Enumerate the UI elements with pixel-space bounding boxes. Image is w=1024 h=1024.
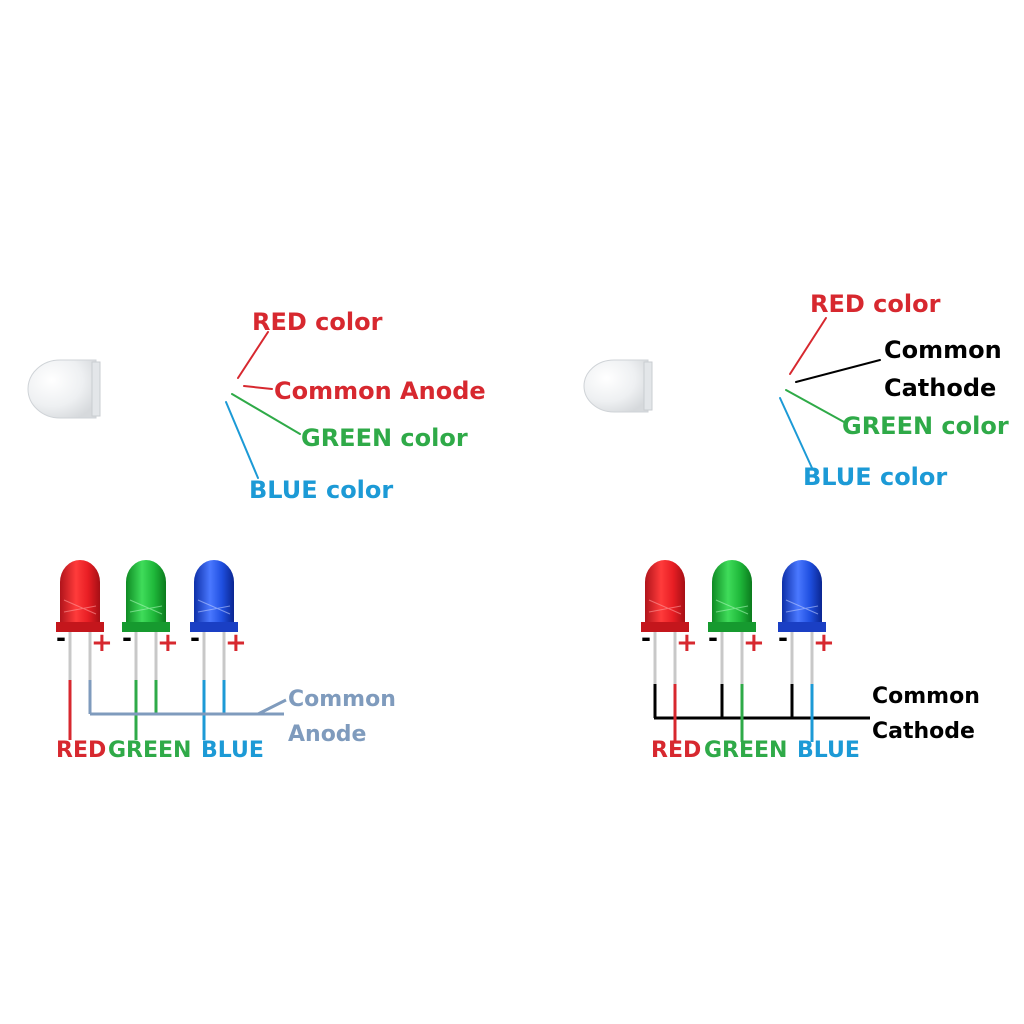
cathode-red-label: RED color [810, 290, 941, 318]
cathode-common-label-line2: Cathode [884, 374, 997, 402]
cathode-red-minus: - [641, 624, 651, 652]
cathode-common-label-line1: Common [884, 336, 1002, 364]
cathode-bottom-green-label: GREEN [704, 738, 788, 763]
rgb-led-icon-anode [27, 331, 301, 479]
cathode-blue-minus: - [778, 624, 788, 652]
cathode-red-plus: + [676, 628, 698, 658]
anode-blue-label: BLUE color [249, 476, 394, 504]
single-leds-cathode [641, 560, 870, 742]
cathode-green-minus: - [708, 624, 718, 652]
anode-green-minus: - [122, 624, 132, 652]
cathode-blue-label: BLUE color [803, 463, 948, 491]
anode-bottom-green-label: GREEN [108, 738, 192, 763]
anode-common-label: Common Anode [274, 377, 486, 405]
blue-led-icon [190, 560, 238, 632]
anode-bottom-blue-label: BLUE [201, 738, 264, 763]
anode-red-label: RED color [252, 308, 383, 336]
green-led-icon [708, 560, 756, 632]
green-led-icon [122, 560, 170, 632]
cathode-bottom-common-line2: Cathode [872, 719, 975, 744]
cathode-bottom-blue-label: BLUE [797, 738, 860, 763]
anode-green-plus: + [157, 628, 179, 658]
anode-bottom-red-label: RED [56, 738, 107, 763]
anode-green-label: GREEN color [301, 424, 468, 452]
single-leds-anode [56, 560, 287, 740]
cathode-bottom-common-line1: Common [872, 684, 980, 709]
cathode-blue-plus: + [813, 628, 835, 658]
red-led-icon [56, 560, 104, 632]
rgb-led-icon-cathode [583, 317, 881, 469]
red-led-icon [641, 560, 689, 632]
cathode-bottom-red-label: RED [651, 738, 702, 763]
blue-led-icon [778, 560, 826, 632]
anode-blue-plus: + [225, 628, 247, 658]
cathode-green-plus: + [743, 628, 765, 658]
anode-bottom-common-line1: Common [288, 687, 396, 712]
anode-red-plus: + [91, 628, 113, 658]
anode-blue-minus: - [190, 624, 200, 652]
anode-red-minus: - [56, 624, 66, 652]
cathode-green-label: GREEN color [842, 412, 1009, 440]
anode-bottom-common-line2: Anode [288, 722, 367, 747]
